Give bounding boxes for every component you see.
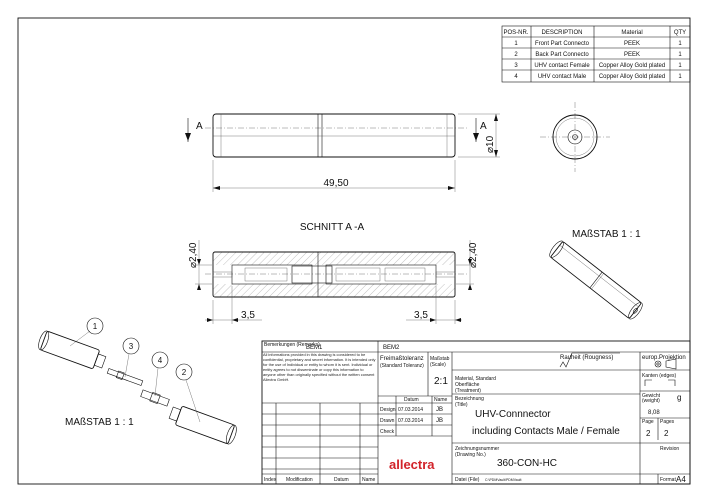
pages-label: Page <box>642 419 654 425</box>
treatment-label: (Treatment) <box>455 388 481 394</box>
drawing-number: 360-CON-HC <box>497 458 557 469</box>
exploded-view: 1 2 3 4 <box>38 317 237 445</box>
depth-dimension-left: 3,5 <box>241 310 255 321</box>
bom-row1-desc: Front Part Connecto <box>535 41 590 47</box>
bom-row1-material: PEEK <box>624 41 640 47</box>
balloon-2 <box>175 363 193 381</box>
bom-row4-qty: 1 <box>678 74 682 80</box>
length-dimension: 49,50 <box>323 178 348 189</box>
balloon-2-label: 2 <box>182 368 187 377</box>
design-date: 07.03.2014 <box>398 407 423 413</box>
projection-label: europ.Projektion <box>642 355 686 361</box>
scale-label: Maßstab <box>430 356 450 362</box>
file-value: C:\PDMVault\PDMVault <box>485 478 521 482</box>
revision-label: Revision <box>660 446 679 452</box>
edges-label: Kanten (edges) <box>642 373 677 379</box>
section-marker-right: A <box>480 121 487 132</box>
iso-scale-label: MAßSTAB 1 : 1 <box>572 229 641 240</box>
format-value: A4 <box>676 475 686 484</box>
disclaimer-text: All informations provided in this drawin… <box>263 353 376 382</box>
end-view <box>540 102 610 172</box>
rev-name-header: Name <box>362 477 376 483</box>
drawn-name: JB <box>436 418 443 424</box>
balloon-3-label: 3 <box>129 342 134 351</box>
bom-table: POS-NR. DESCRIPTION Material QTY 1 Front… <box>501 25 691 83</box>
date-header: Datum <box>404 397 419 403</box>
allectra-logo: allectra <box>389 457 435 472</box>
projection-symbol-icon <box>654 358 677 370</box>
bore-dimension-left: ⌀2,40 <box>188 242 199 268</box>
bom-row3-pos: 3 <box>514 63 518 69</box>
drawn-label: Drawn <box>380 418 395 424</box>
bom-row4-pos: 4 <box>514 74 518 80</box>
exploded-scale-label: MAßSTAB 1 : 1 <box>65 417 134 428</box>
bom-row1-qty: 1 <box>678 41 682 47</box>
bom-row2-qty: 1 <box>678 52 682 58</box>
bom-row2-pos: 2 <box>514 52 518 58</box>
bom-row3-material: Copper Alloy Gold plated <box>599 63 665 69</box>
file-label: Datei (File) <box>455 477 480 483</box>
title-line-2: including Contacts Male / Female <box>472 426 620 437</box>
material-label: Material, Standard <box>455 376 496 382</box>
balloon-4 <box>151 351 169 369</box>
bom-row2-desc: Back Part Connecto <box>535 52 589 58</box>
diameter-dimension: ⌀10 <box>485 135 496 153</box>
pages-value: 2 <box>646 429 651 438</box>
design-name: JB <box>436 407 443 413</box>
remarks-label: Bemerkungen (Remarks) <box>264 342 320 348</box>
design-label: Design <box>380 407 396 413</box>
bom-row3-qty: 1 <box>678 63 682 69</box>
title-line-1: UHV-Connnector <box>475 409 551 420</box>
surface-label: Oberfläche <box>455 382 480 388</box>
roughness-label: Rauheit (Rougness) <box>560 355 613 361</box>
edge-symbol-icon <box>644 379 676 386</box>
designation-sub: (Title) <box>455 402 468 408</box>
weight-sub: (weight) <box>642 398 660 404</box>
bom-row4-material: Copper Alloy Gold plated <box>599 74 665 80</box>
weight-value: 8,08 <box>648 410 660 416</box>
bem1-label: BEM1 <box>306 345 323 351</box>
bom-header-desc: DESCRIPTION <box>541 30 582 36</box>
balloon-3 <box>122 337 140 355</box>
rev-date-header: Datum <box>334 477 349 483</box>
depth-dimension-right: 3,5 <box>414 310 428 321</box>
bom-row1-pos: 1 <box>514 41 518 47</box>
bom-row3-desc: UHV contact Female <box>534 63 590 69</box>
scale-sub: (Scale) <box>430 362 446 368</box>
bem2-label: BEM2 <box>383 345 400 351</box>
name-header: Name <box>434 397 448 403</box>
title-block: Bemerkungen (Remarks) BEM1 BEM2 All info… <box>261 340 691 485</box>
rev-mod-header: Modification <box>286 477 313 483</box>
rev-index-header: Index <box>264 477 277 483</box>
section-view: ⌀2,40 ⌀2,40 3,5 3,5 <box>188 240 479 324</box>
tolerance-label: Freimaßtoleranz <box>380 356 424 362</box>
bom-header-pos: POS-NR. <box>503 30 528 36</box>
bore-dimension-right: ⌀2,40 <box>468 242 479 268</box>
designation-label: Bezeichnung <box>455 396 484 402</box>
drawing-no-label: Zeichnungsnummer <box>455 446 500 452</box>
check-label: Check <box>380 429 395 435</box>
front-view: A A 49,50 ⌀10 <box>185 113 500 192</box>
bom-row2-material: PEEK <box>624 52 640 58</box>
balloon-4-label: 4 <box>158 356 163 365</box>
bom-header-material: Material <box>621 30 642 36</box>
iso-view <box>549 240 643 320</box>
balloon-1-label: 1 <box>93 322 98 331</box>
balloon-1 <box>86 317 104 335</box>
format-label: Format <box>660 477 676 483</box>
bom-row4-desc: UHV contact Male <box>538 74 587 80</box>
scale-value: 2:1 <box>434 376 448 387</box>
section-marker-left: A <box>196 121 203 132</box>
tolerance-sub: (Standard Toleranz) <box>380 363 424 369</box>
weight-label: Gewicht <box>642 393 661 399</box>
bom-header-qty: QTY <box>674 30 686 36</box>
of-pages-value: 2 <box>664 429 669 438</box>
section-title: SCHNITT A -A <box>300 222 365 233</box>
drawing-no-sub: (Drawing No.) <box>455 452 486 458</box>
drawn-date: 07.03.2014 <box>398 418 423 424</box>
of-pages-label: Pages <box>660 419 675 425</box>
remarks-label-text: Bemerkungen (Remarks) <box>264 342 320 348</box>
weight-unit: g <box>677 393 681 402</box>
